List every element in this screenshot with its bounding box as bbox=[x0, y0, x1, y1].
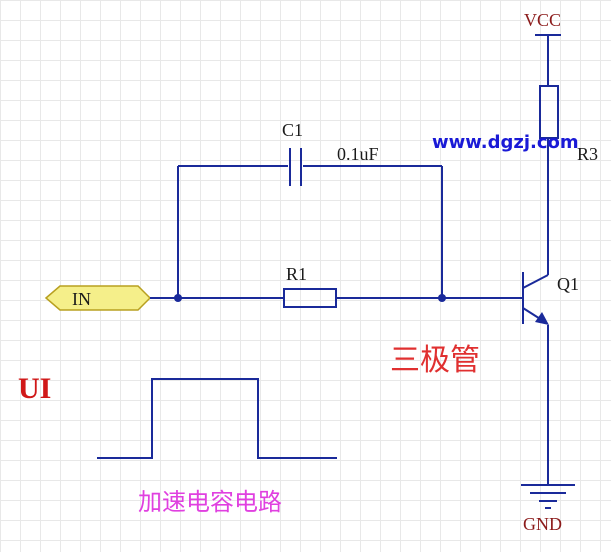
capacitor-c1: C1 0.1uF bbox=[177, 120, 443, 298]
vcc-label: VCC bbox=[524, 10, 561, 30]
input-port-in: IN bbox=[44, 285, 152, 311]
circuit-title: 加速电容电路 bbox=[138, 488, 282, 516]
pulse-waveform bbox=[97, 378, 337, 459]
r3-label: R3 bbox=[577, 144, 598, 164]
transistor-q1: Q1 bbox=[522, 272, 579, 485]
junction-dot bbox=[174, 294, 182, 302]
transistor-annotation: 三极管 bbox=[390, 343, 480, 378]
c1-label: C1 bbox=[282, 120, 303, 140]
resistor-r3: R3 bbox=[539, 85, 598, 275]
r1-label: R1 bbox=[286, 264, 307, 284]
junction-dot bbox=[438, 294, 446, 302]
c1-value-label: 0.1uF bbox=[337, 144, 379, 164]
resistor-r1: R1 bbox=[150, 264, 523, 308]
input-port-label: IN bbox=[72, 289, 91, 309]
vcc-symbol: VCC bbox=[524, 10, 561, 86]
watermark-text: www.dgzj.com bbox=[432, 132, 579, 153]
gnd-label: GND bbox=[523, 514, 562, 534]
q1-label: Q1 bbox=[557, 274, 579, 294]
gnd-symbol: GND bbox=[521, 484, 575, 534]
ui-label: UI bbox=[18, 372, 51, 405]
